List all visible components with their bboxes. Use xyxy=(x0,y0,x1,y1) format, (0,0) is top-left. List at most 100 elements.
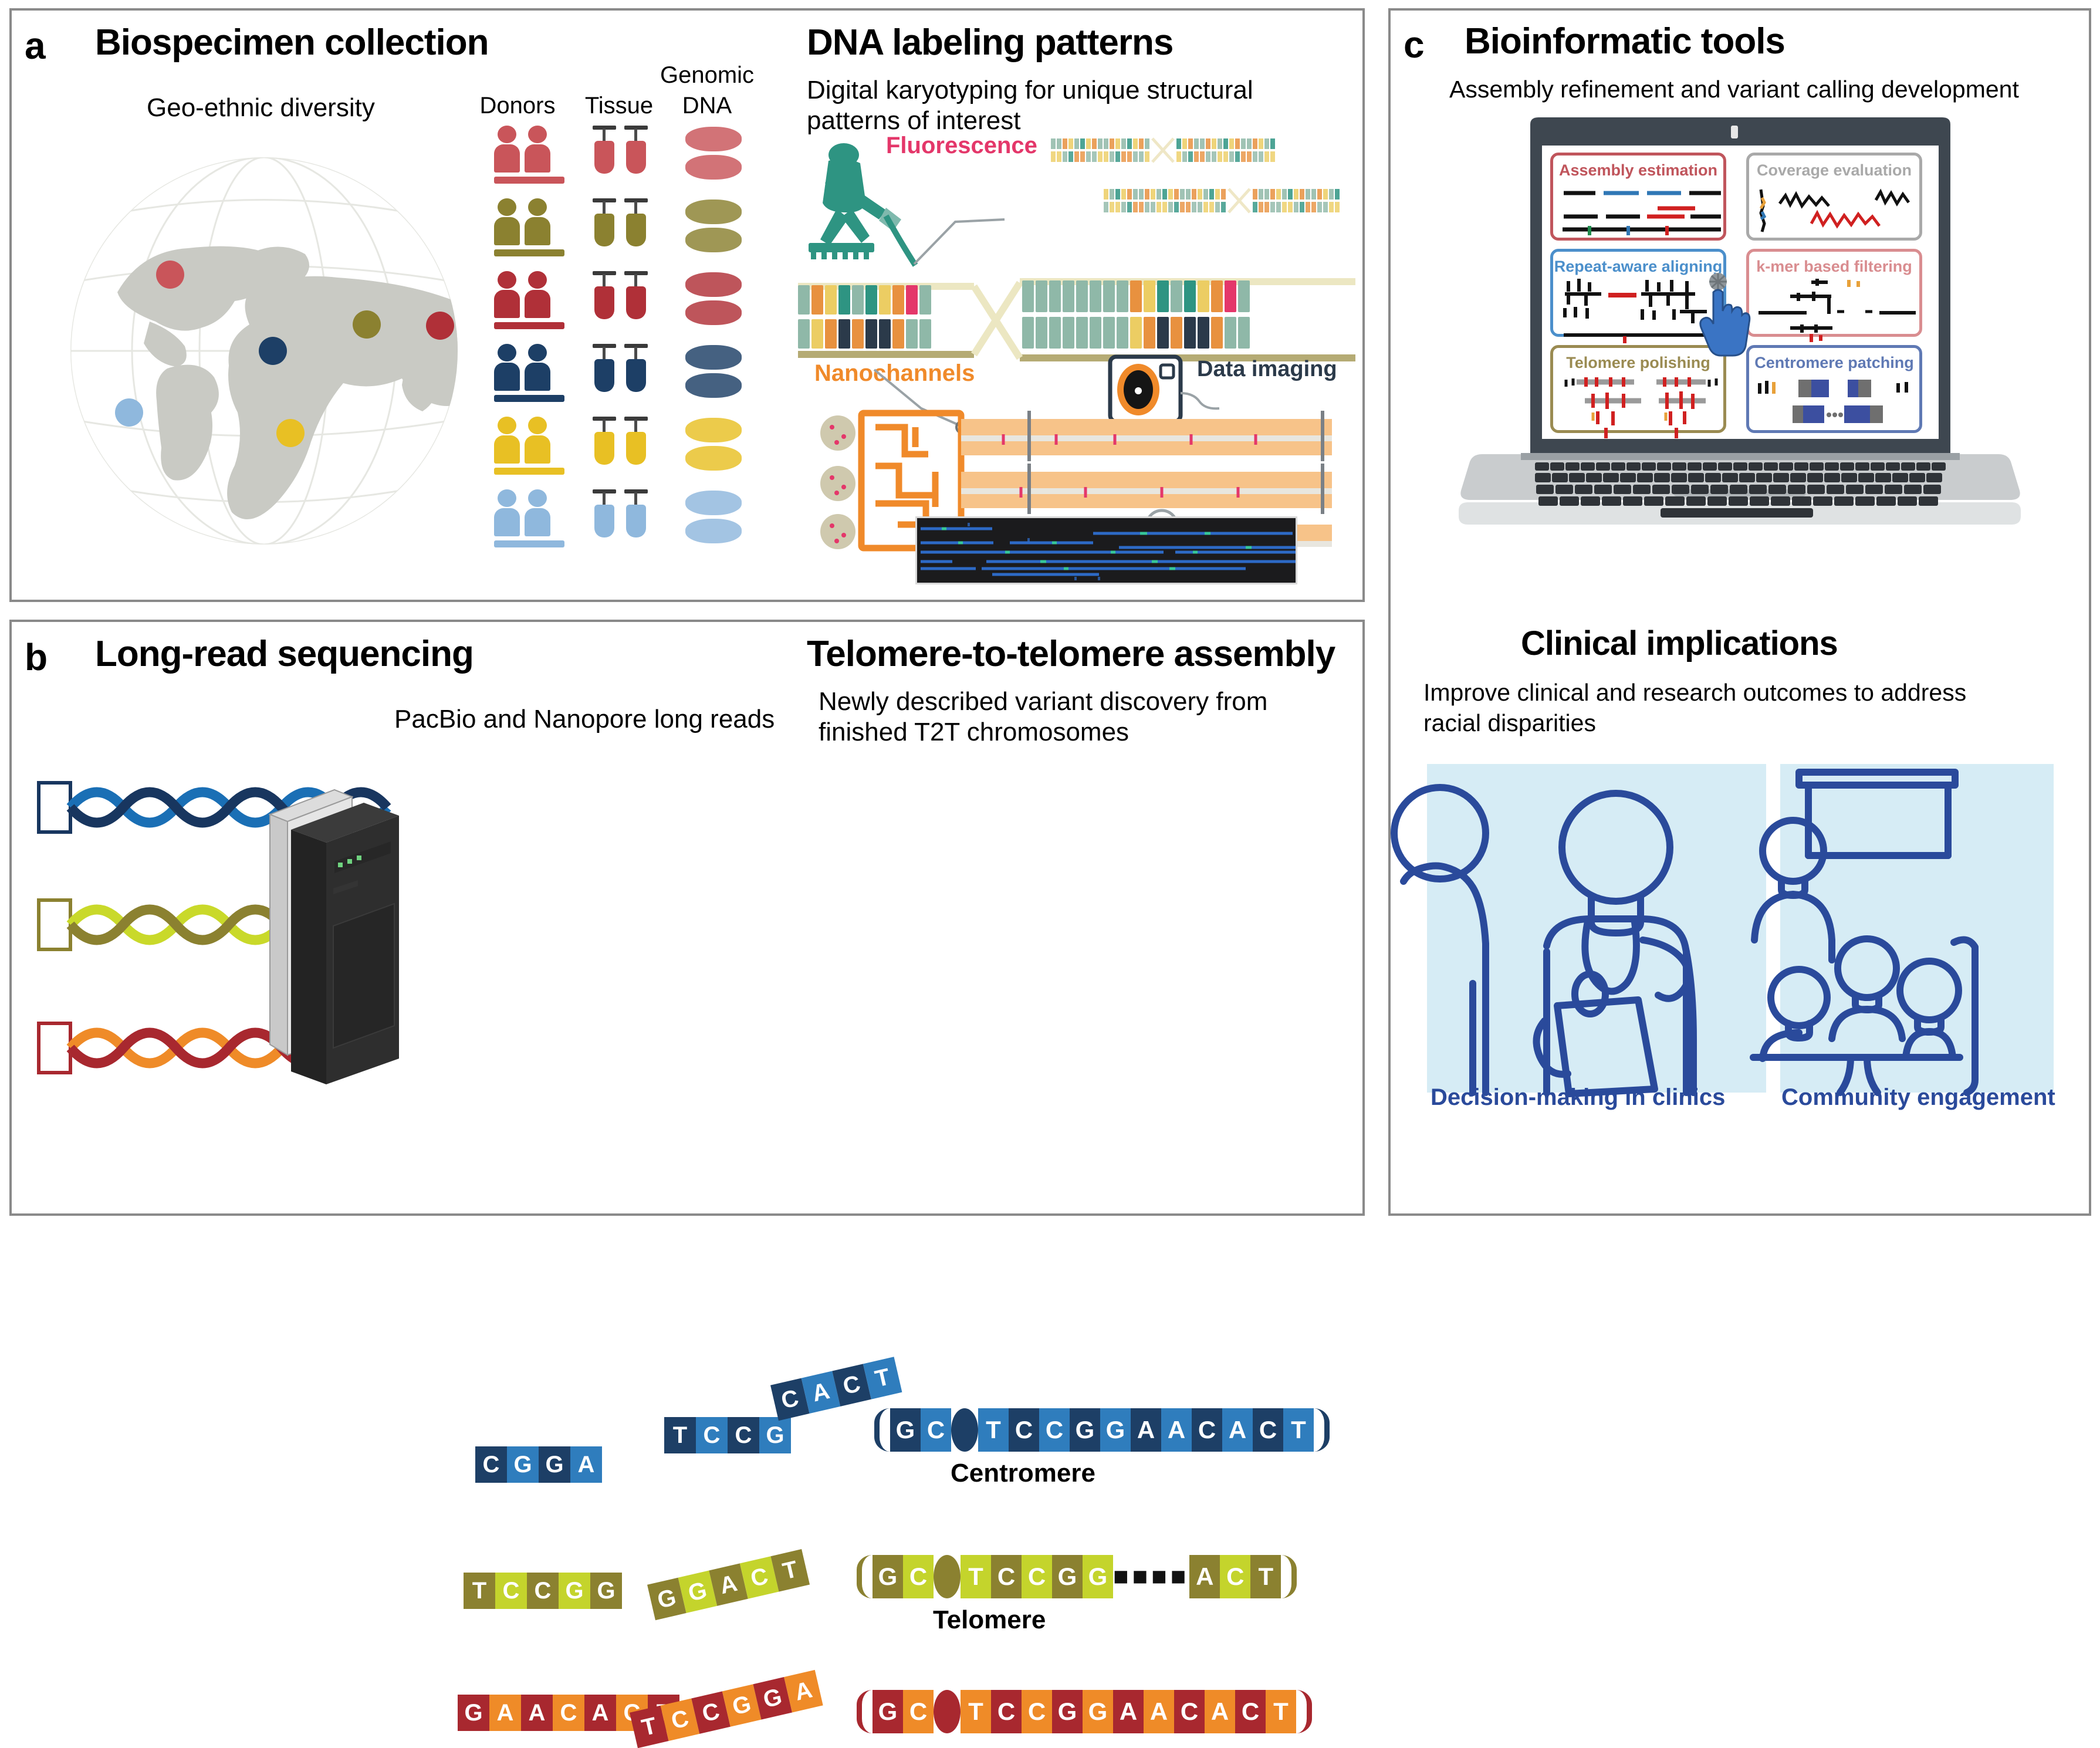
dna-base: T xyxy=(464,1573,495,1609)
donors-column-header: Donors xyxy=(479,93,556,119)
dna-base: A xyxy=(1161,1408,1192,1452)
centromere-label: Centromere xyxy=(951,1459,1095,1487)
dna-base: C xyxy=(991,1690,1022,1733)
dna-base: C xyxy=(1009,1408,1039,1452)
kmer-based-filtering-box[interactable]: k-mer based filtering xyxy=(1746,249,1922,342)
dna-base: G xyxy=(759,1417,791,1453)
dna-base: C xyxy=(1253,1408,1283,1452)
assembly-estimation-box[interactable]: Assembly estimation xyxy=(1550,153,1726,241)
dna-base: G xyxy=(873,1690,903,1733)
centromere-marker xyxy=(934,1690,961,1733)
panel-b-label: b xyxy=(25,636,48,678)
tissue-tubes xyxy=(591,489,662,543)
genomic-dna-blobs xyxy=(685,127,750,180)
dna-labeling-title: DNA labeling patterns xyxy=(807,22,1174,63)
centromere-marker xyxy=(951,1408,978,1452)
dna-labeling-subtitle-2: patterns of interest xyxy=(807,106,1021,135)
dot-north-america xyxy=(156,261,184,289)
sequence-layer: CGGATCCGCACTTCCGGGGACTGAACACTTCCGGAGCTCC… xyxy=(12,622,1367,1748)
dna-base: T xyxy=(664,1417,696,1453)
dna-base: T xyxy=(1250,1555,1281,1598)
fluorescence-scene: Fluorescence xyxy=(798,133,1350,357)
dna-base: C xyxy=(728,1417,759,1453)
genomic-dna-blobs xyxy=(685,345,750,398)
tissue-tubes xyxy=(591,271,662,324)
t2t-assembly-subtitle-1: Newly described variant discovery from xyxy=(819,687,1268,716)
clinical-implications-subtitle-1: Improve clinical and research outcomes t… xyxy=(1423,679,1967,706)
clinical-implications-title: Clinical implications xyxy=(1521,624,1838,662)
assembly-estimation-label: Assembly estimation xyxy=(1558,161,1718,179)
labeled-duplex xyxy=(798,269,1355,374)
dna-base: G xyxy=(1100,1408,1131,1452)
genomic-dna-column-header-line1: Genomic xyxy=(660,62,755,88)
dna-base: A xyxy=(489,1695,521,1731)
dot-east-asia xyxy=(426,312,454,340)
tissue-column-header: Tissue xyxy=(584,93,654,119)
dna-base: C xyxy=(1022,1555,1052,1598)
geo-ethnic-diversity-caption: Geo-ethnic diversity xyxy=(147,93,375,122)
world-globe xyxy=(47,116,481,550)
dna-base: A xyxy=(570,1446,602,1483)
donor-pair xyxy=(494,271,564,329)
centromere-patching-box[interactable]: Centromere patching xyxy=(1746,345,1922,433)
panel-b-subtitle: PacBio and Nanopore long reads xyxy=(394,705,775,733)
dna-base: A xyxy=(1189,1555,1220,1598)
tissue-tubes xyxy=(591,344,662,397)
nanochannels-label: Nanochannels xyxy=(814,360,975,386)
dna-base: G xyxy=(590,1573,622,1609)
t2t-assembly-title: Telomere-to-telomere assembly xyxy=(807,634,1335,674)
dna-base: C xyxy=(1235,1690,1266,1733)
dot-africa xyxy=(276,419,305,447)
dot-europe xyxy=(259,337,287,365)
dna-base: C xyxy=(1192,1408,1222,1452)
genomic-dna-blobs xyxy=(685,418,750,471)
dna-base: G xyxy=(1070,1408,1100,1452)
dna-base: C xyxy=(696,1417,728,1453)
centromere-patching-label: Centromere patching xyxy=(1754,354,1914,371)
dna-base: C xyxy=(1174,1690,1205,1733)
tissue-tubes xyxy=(591,417,662,470)
dna-base: A xyxy=(1205,1690,1235,1733)
panel-c-subtitle: Assembly refinement and variant calling … xyxy=(1449,76,2019,103)
genomic-dna-blobs xyxy=(685,491,750,543)
dna-base: T xyxy=(961,1555,991,1598)
dna-base: T xyxy=(978,1408,1009,1452)
data-imaging-strip xyxy=(915,516,1297,584)
telomere-polishing-plot xyxy=(1559,375,1723,439)
dna-base: A xyxy=(584,1695,616,1731)
clinical-implications-subtitle-2: racial disparities xyxy=(1423,709,1596,736)
dna-base: G xyxy=(1052,1690,1083,1733)
genomic-dna-column-header-line2: DNA xyxy=(682,93,732,119)
dna-base: C xyxy=(903,1555,934,1598)
donor-pair xyxy=(494,198,564,256)
dna-base: G xyxy=(890,1408,921,1452)
laptop-keyboard xyxy=(1426,115,2054,561)
figure-root: a Biospecimen collection Geo-ethnic dive… xyxy=(9,8,2091,1748)
repeat-aware-aligning-box[interactable]: Repeat-aware aligning xyxy=(1550,249,1726,343)
panel-a-title: Biospecimen collection xyxy=(95,22,489,63)
telomere-polishing-label: Telomere polishing xyxy=(1566,354,1710,371)
panel-c-title: Bioinformatic tools xyxy=(1465,21,1785,62)
coverage-evaluation-box[interactable]: Coverage evaluation xyxy=(1746,153,1922,241)
dna-base: G xyxy=(507,1446,539,1483)
dna-base: C xyxy=(1220,1555,1251,1598)
dna-base: G xyxy=(1083,1690,1113,1733)
sequencer-machine xyxy=(264,779,452,1108)
tissue-tubes xyxy=(591,198,662,252)
donor-pair xyxy=(494,489,564,547)
decision-making-caption: Decision-making in clinics xyxy=(1431,1084,1726,1110)
repeat-aware-aligning-label: Repeat-aware aligning xyxy=(1554,258,1723,275)
coverage-evaluation-plot xyxy=(1755,182,1919,236)
fluorescence-label: Fluorescence xyxy=(886,133,1037,158)
telomere-polishing-box[interactable]: Telomere polishing xyxy=(1550,345,1726,438)
dna-base: C xyxy=(1039,1408,1070,1452)
dna-base: C xyxy=(527,1573,559,1609)
dna-base: T xyxy=(1283,1408,1314,1452)
dna-base: G xyxy=(873,1555,903,1598)
